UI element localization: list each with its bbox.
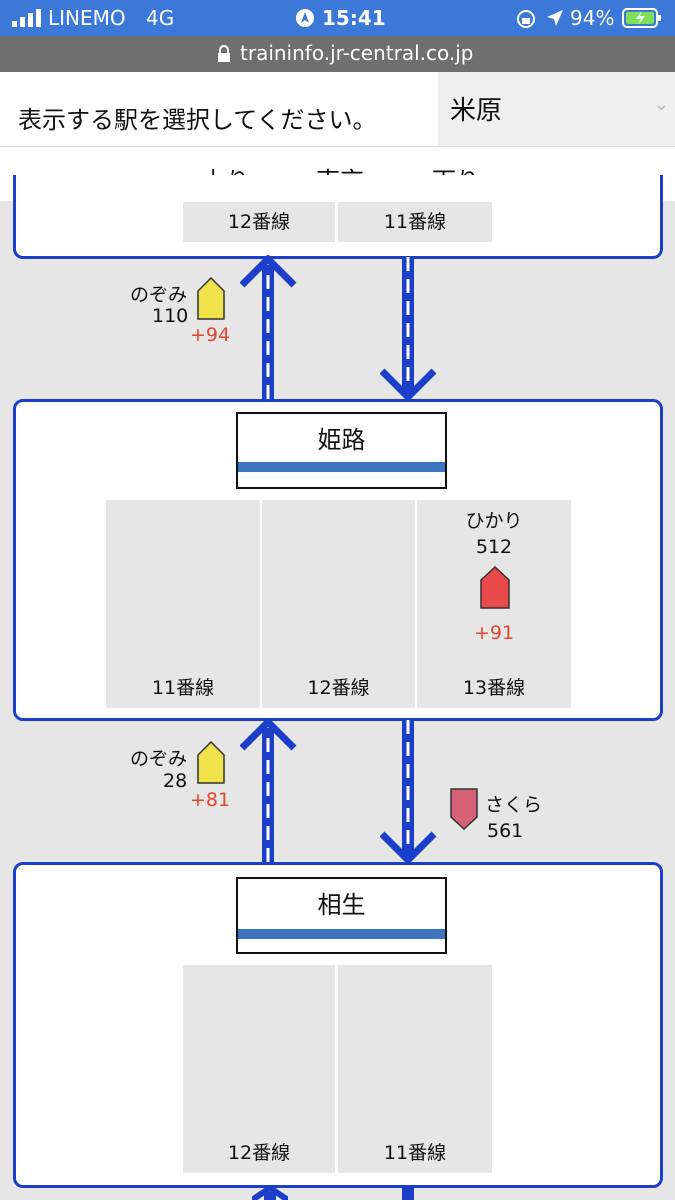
track-label: 11番線 (383, 1142, 447, 1164)
down-track-arrow (380, 720, 437, 865)
clock: 15:41 (322, 6, 386, 30)
track-label: 12番線 (227, 211, 291, 233)
track-box[interactable]: 12番線 (183, 202, 335, 242)
battery-percent: 94% (570, 6, 615, 30)
track-label: 13番線 (462, 677, 526, 699)
train-number: 512 (475, 536, 513, 558)
train-name: さくら (485, 794, 543, 816)
train-name: のぞみ (130, 284, 188, 306)
up-track-arrow (252, 1186, 288, 1200)
battery-icon (622, 8, 661, 28)
train-number: 110 (152, 305, 189, 327)
station-panel-himeji: 姫路 11番線 12番線 ひかり 512 +91 13番線 (13, 399, 663, 721)
status-bar: LINEMO 4G 15:41 94% (0, 0, 675, 36)
carrier-name: LINEMO (48, 6, 126, 30)
station-panel-aioi: 相生 12番線 11番線 (13, 862, 663, 1188)
down-track-arrow (402, 1188, 414, 1200)
track-label: 11番線 (151, 677, 215, 699)
train-name: ひかり (465, 510, 523, 532)
track-box[interactable]: 11番線 (338, 965, 492, 1173)
chevron-down-icon: ⌄ (653, 94, 669, 115)
station-name: 姫路 (317, 426, 366, 454)
select-prompt: 表示する駅を選択してください。 (18, 106, 377, 134)
station-name-box[interactable]: 相生 (236, 877, 447, 954)
up-track-arrow (240, 718, 297, 866)
station-name-box[interactable]: 姫路 (236, 412, 447, 489)
line-stripe (238, 929, 445, 939)
track-label: 12番線 (307, 677, 370, 699)
track-box[interactable]: 12番線 (183, 965, 335, 1173)
station-select[interactable]: 米原 ⌄ (438, 72, 675, 146)
network-type: 4G (146, 6, 175, 30)
track-box[interactable]: 12番線 (262, 500, 415, 708)
location-arrow-icon (547, 10, 563, 26)
signal-icon (12, 9, 41, 27)
line-stripe (238, 462, 445, 472)
train-marker-icon[interactable] (479, 566, 511, 610)
train-delay: +81 (190, 789, 231, 811)
train-number: 561 (487, 820, 524, 842)
down-track-arrow (380, 257, 437, 402)
station-name: 相生 (317, 891, 366, 919)
station-panel-top: 12番線 11番線 (13, 175, 663, 259)
track-box[interactable]: ひかり 512 +91 13番線 (417, 500, 571, 708)
lock-icon (218, 45, 230, 62)
train-number: 28 (163, 770, 188, 792)
train-marker-icon[interactable] (449, 787, 479, 831)
url-text: traininfo.jr-central.co.jp (240, 41, 474, 65)
train-delay: +94 (190, 324, 231, 346)
train-delay: +91 (473, 622, 515, 644)
up-track-arrow (240, 255, 297, 403)
url-bar[interactable]: traininfo.jr-central.co.jp (0, 36, 675, 72)
track-label: 11番線 (383, 211, 447, 233)
track-box[interactable]: 11番線 (338, 202, 492, 242)
track-box[interactable]: 11番線 (106, 500, 260, 708)
train-marker-icon[interactable] (196, 277, 226, 321)
rotation-lock-icon (517, 10, 535, 28)
track-label: 12番線 (227, 1142, 291, 1164)
station-select-value: 米原 (450, 96, 503, 126)
train-marker-icon[interactable] (196, 741, 226, 785)
navigation-icon (296, 9, 314, 27)
train-name: のぞみ (130, 748, 188, 770)
